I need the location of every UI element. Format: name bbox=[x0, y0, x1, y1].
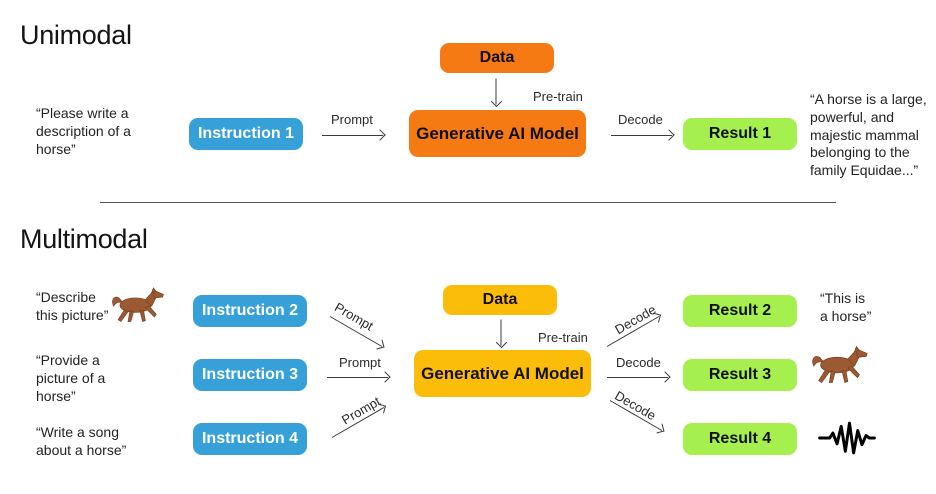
audio-waveform-icon bbox=[818, 418, 876, 458]
unimodal-input-quote: “Please write a description of a horse” bbox=[36, 105, 131, 157]
row3-input-quote: “Provide a picture of a horse” bbox=[36, 352, 106, 404]
pretrain-label-unimodal: Pre-train bbox=[533, 89, 583, 104]
data-box-unimodal: Data bbox=[440, 43, 554, 73]
prompt-label-1: Prompt bbox=[331, 112, 373, 127]
multimodal-title: Multimodal bbox=[20, 224, 148, 254]
data-box-multimodal: Data bbox=[443, 285, 557, 315]
unimodal-title: Unimodal bbox=[20, 20, 132, 50]
prompt-arrow-3 bbox=[327, 377, 388, 378]
result-4-box: Result 4 bbox=[683, 423, 797, 455]
horse-icon bbox=[810, 342, 872, 392]
result-1-box: Result 1 bbox=[683, 118, 797, 150]
prompt-label-2: Prompt bbox=[332, 299, 376, 334]
instruction-3-box: Instruction 3 bbox=[193, 359, 307, 391]
row4-input-quote: “Write a song about a horse” bbox=[36, 424, 127, 458]
decode-label-3: Decode bbox=[616, 355, 661, 370]
row2-output-quote: “This is a horse” bbox=[820, 290, 872, 324]
result-3-box: Result 3 bbox=[683, 359, 797, 391]
pretrain-label-multimodal: Pre-train bbox=[538, 330, 588, 345]
generative-ai-model-multimodal: Generative AI Model bbox=[414, 350, 591, 397]
generative-ai-model-unimodal: Generative AI Model bbox=[409, 110, 586, 157]
instruction-1-box: Instruction 1 bbox=[189, 118, 303, 150]
row2-input-quote: “Describe this picture” bbox=[36, 289, 109, 323]
decode-arrow-3 bbox=[607, 377, 668, 378]
pretrain-arrow-multimodal bbox=[500, 319, 502, 346]
horse-icon bbox=[110, 284, 168, 330]
unimodal-output-quote: “A horse is a large, powerful, and majes… bbox=[810, 91, 927, 179]
instruction-2-box: Instruction 2 bbox=[193, 295, 307, 327]
prompt-label-3: Prompt bbox=[339, 355, 381, 370]
section-divider bbox=[100, 202, 836, 203]
decode-label-1: Decode bbox=[618, 112, 663, 127]
result-2-box: Result 2 bbox=[683, 295, 797, 327]
decode-arrow-1 bbox=[611, 135, 672, 136]
instruction-4-box: Instruction 4 bbox=[193, 423, 307, 455]
prompt-arrow-1 bbox=[322, 135, 383, 136]
